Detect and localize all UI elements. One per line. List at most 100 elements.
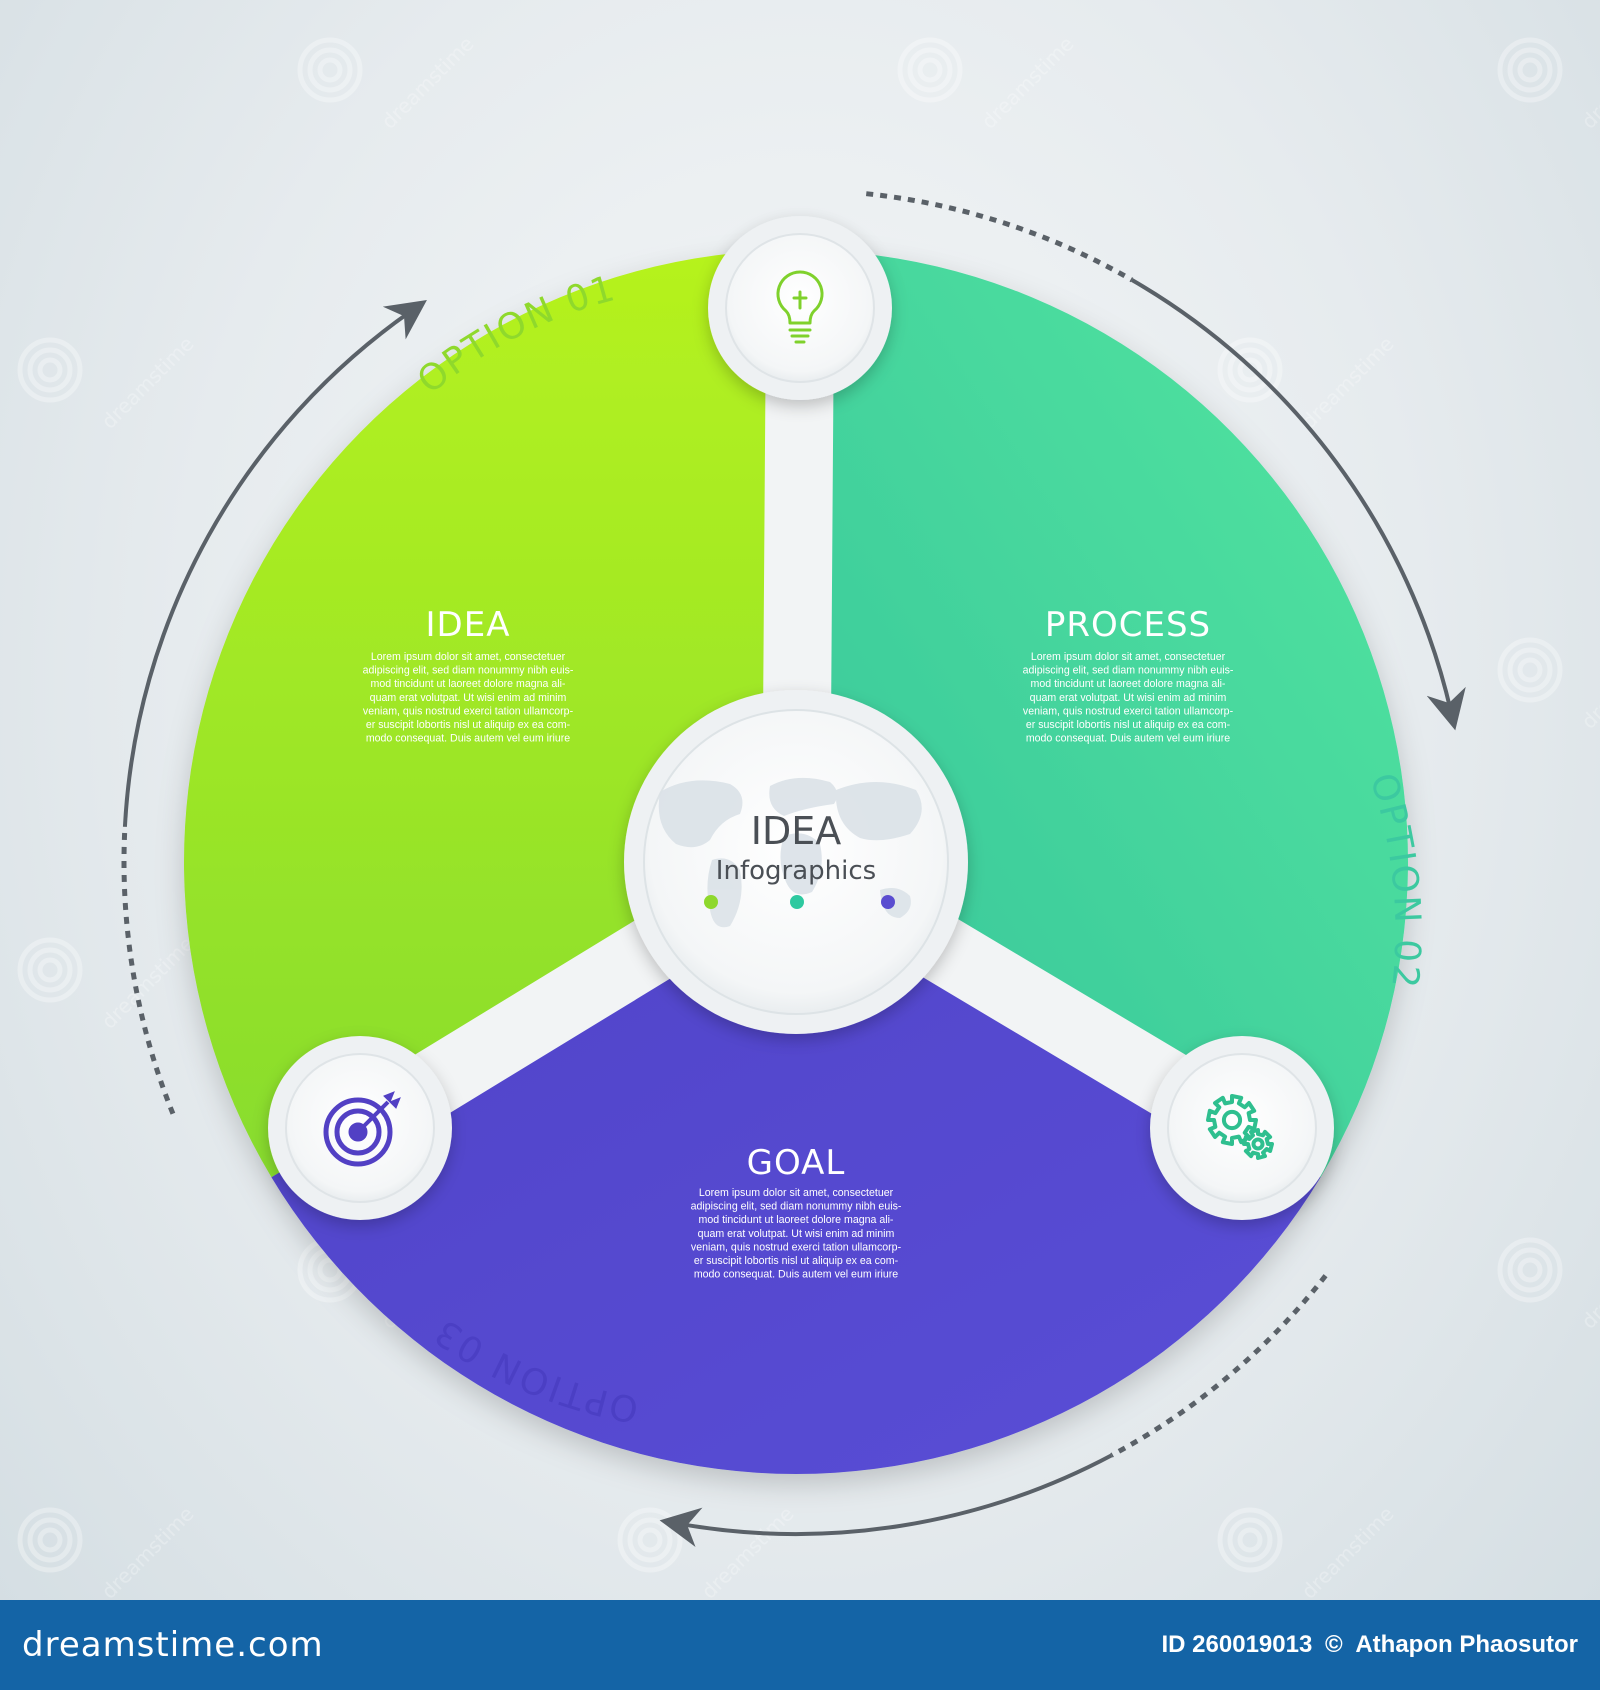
body-line: Lorem ipsum dolor sit amet, consectetuer xyxy=(1031,651,1226,663)
gear-large-hub xyxy=(1221,1109,1243,1131)
watermark-spiral-icon xyxy=(17,337,83,403)
arrow-1-solid xyxy=(1130,278,1466,731)
watermark-text: dreamstime xyxy=(1577,632,1600,734)
gear-small xyxy=(1242,1128,1274,1160)
body-line: er suscipit lobortis nisl ut aliquip ex … xyxy=(1026,719,1231,731)
watermark-spiral-icon xyxy=(297,37,363,103)
watermark-mark: dreamstime xyxy=(17,332,199,434)
arrow-3-solid xyxy=(122,300,427,827)
node-goal xyxy=(268,1036,452,1220)
watermark-text: dreamstime xyxy=(97,332,199,434)
watermark-spiral-icon xyxy=(917,57,943,83)
body-line: Lorem ipsum dolor sit amet, consectetuer xyxy=(371,651,566,663)
segment-title-process: PROCESS xyxy=(1045,605,1211,645)
body-line: modo consequat. Duis autem vel eum iriur… xyxy=(1026,733,1230,745)
target-ring-outer xyxy=(323,1097,393,1167)
watermark-mark: dreamstime xyxy=(897,32,1078,134)
watermark-text: dreamstime xyxy=(1577,1232,1600,1334)
arrow-3-dashed xyxy=(121,826,176,1115)
watermark-spiral-icon xyxy=(907,47,953,93)
body-line: veniam, quis nostrud exerci tation ullam… xyxy=(1023,705,1234,717)
center-hub: IDEA Infographics xyxy=(624,690,968,1034)
watermark-mark: dreamstime xyxy=(617,1502,799,1600)
body-line: modo consequat. Duis autem vel eum iriur… xyxy=(366,733,570,745)
center-dot-goal xyxy=(881,895,895,909)
watermark-mark: dreamstime xyxy=(1217,1502,1399,1600)
watermark-spiral-icon xyxy=(1227,1517,1273,1563)
watermark-spiral-icon xyxy=(1507,47,1553,93)
watermark-spiral-icon xyxy=(17,1507,83,1573)
gear-icon xyxy=(1206,1094,1274,1160)
node-process-disc xyxy=(1167,1053,1317,1203)
watermark-spiral-icon xyxy=(37,357,63,383)
copyright-icon: © xyxy=(1324,1631,1343,1658)
body-line: mod tincidunt ut laoreet dolore magna al… xyxy=(1031,678,1226,690)
watermark-text: dreamstime xyxy=(97,932,199,1034)
body-line: mod tincidunt ut laoreet dolore magna al… xyxy=(699,1214,894,1226)
body-line: adipiscing elit, sed diam nonummy nibh e… xyxy=(1023,665,1234,677)
footer-bar: dreamstime.com ID 260019013 © Athapon Ph… xyxy=(0,1600,1600,1690)
footer-credit: ID 260019013 © Athapon Phaosutor xyxy=(1156,1631,1578,1659)
watermark-spiral-icon xyxy=(1517,57,1543,83)
watermark-spiral-icon xyxy=(27,947,73,993)
watermark-text: dreamstime xyxy=(377,32,479,134)
watermark-spiral-icon xyxy=(27,347,73,393)
segment-body-idea: Lorem ipsum dolor sit amet, consectetuer… xyxy=(363,651,574,745)
segment-body-goal: Lorem ipsum dolor sit amet, consectetuer… xyxy=(691,1187,902,1281)
watermark-spiral-icon xyxy=(1507,1247,1553,1293)
body-line: adipiscing elit, sed diam nonummy nibh e… xyxy=(363,665,574,677)
body-line: quam erat volutpat. Ut wisi enim ad mini… xyxy=(1030,692,1227,704)
watermark-mark: dreamstime xyxy=(17,932,199,1034)
watermark-mark: dreamstime xyxy=(17,1502,199,1600)
watermark-mark: dreamstime xyxy=(1497,632,1600,734)
target-ring-middle xyxy=(334,1108,382,1156)
segment-goal xyxy=(271,862,1321,1474)
watermark-spiral-icon xyxy=(1507,647,1553,693)
body-line: veniam, quis nostrud exerci tation ullam… xyxy=(691,1241,902,1253)
watermark-spiral-icon xyxy=(37,957,63,983)
target-icon xyxy=(323,1091,401,1167)
gear-large xyxy=(1206,1094,1258,1146)
body-line: modo consequat. Duis autem vel eum iriur… xyxy=(694,1269,898,1281)
watermark-spiral-icon xyxy=(1217,337,1283,403)
watermark-spiral-icon xyxy=(1237,357,1263,383)
watermark-mark: dreamstime xyxy=(1217,332,1399,434)
watermark-spiral-icon xyxy=(17,937,83,1003)
arrow-1-dashed xyxy=(865,191,1134,283)
watermark-spiral-icon xyxy=(1517,657,1543,683)
world-map-icon xyxy=(658,777,922,928)
watermark-text: dreamstime xyxy=(697,1502,799,1600)
watermark-spiral-icon xyxy=(27,1517,73,1563)
watermark-spiral-icon xyxy=(317,57,343,83)
watermark-text: dreamstime xyxy=(1297,332,1399,434)
footer-author: Athapon Phaosutor xyxy=(1355,1631,1578,1658)
watermark-text: dreamstime xyxy=(1297,1502,1399,1600)
center-dot-process xyxy=(790,895,804,909)
body-line: er suscipit lobortis nisl ut aliquip ex … xyxy=(366,719,571,731)
arrow-2-solid xyxy=(659,1453,1113,1547)
segment-title-idea: IDEA xyxy=(426,605,511,645)
watermark-spiral-icon xyxy=(1227,347,1273,393)
watermark-spiral-icon xyxy=(1497,1237,1563,1303)
center-subtitle: Infographics xyxy=(716,856,876,886)
watermark-spiral-icon xyxy=(1217,1507,1283,1573)
watermark-mark: dreamstime xyxy=(1497,32,1600,134)
node-process xyxy=(1150,1036,1334,1220)
lightbulb-icon xyxy=(776,270,824,344)
watermark-spiral-icon xyxy=(307,47,353,93)
body-line: mod tincidunt ut laoreet dolore magna al… xyxy=(371,678,566,690)
watermark-text: dreamstime xyxy=(97,1502,199,1600)
segment-body-process: Lorem ipsum dolor sit amet, consectetuer… xyxy=(1023,651,1234,745)
watermark-mark: dreamstime xyxy=(1497,1232,1600,1334)
watermark-spiral-icon xyxy=(637,1527,663,1553)
watermark-spiral-icon xyxy=(1497,637,1563,703)
watermark-spiral-icon xyxy=(1237,1527,1263,1553)
body-line: veniam, quis nostrud exerci tation ullam… xyxy=(363,705,574,717)
watermark-spiral-icon xyxy=(37,1527,63,1553)
target-dart-fletching xyxy=(383,1091,401,1109)
body-line: Lorem ipsum dolor sit amet, consectetuer xyxy=(699,1187,894,1199)
center-title: IDEA xyxy=(751,809,841,853)
infographic-canvas: dreamstime dreamstime dreamstime dreamstime… xyxy=(17,32,1600,1600)
watermark-spiral-icon xyxy=(1517,1257,1543,1283)
footer-image-id: ID 260019013 xyxy=(1161,1631,1313,1658)
